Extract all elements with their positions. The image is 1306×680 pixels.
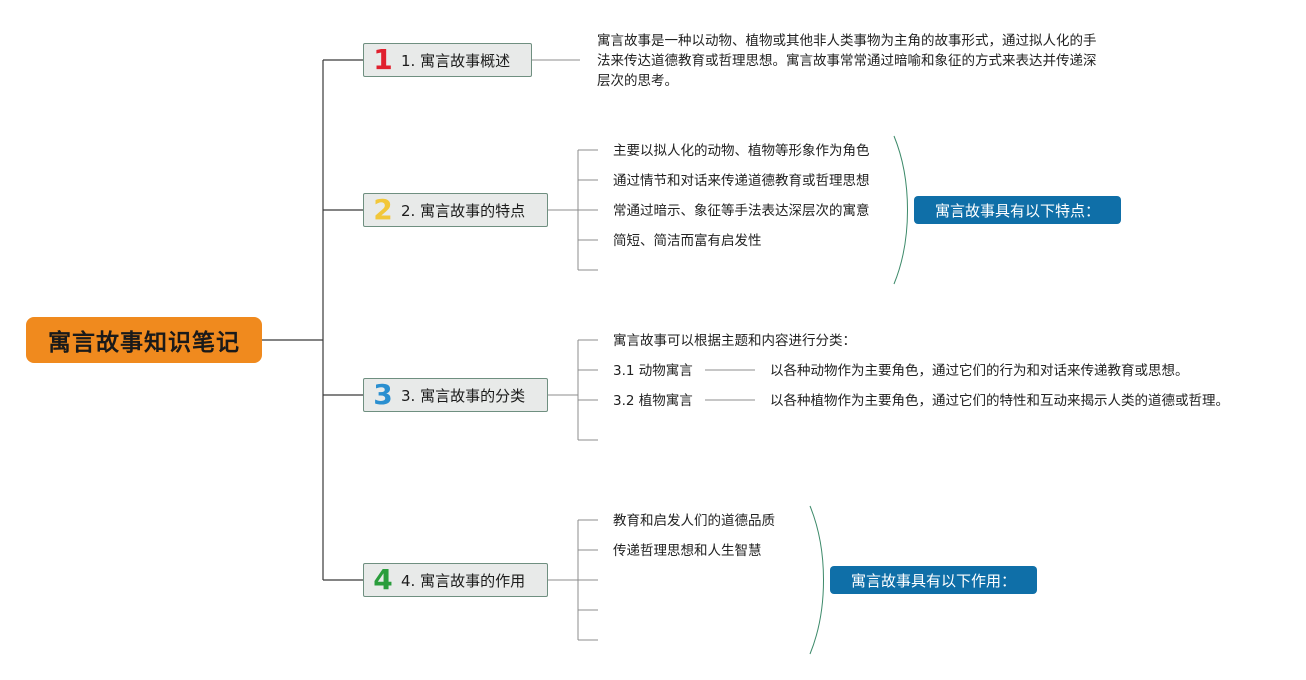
- number-three-icon: 3: [373, 378, 393, 411]
- branch-classification[interactable]: 3 3. 寓言故事的分类: [363, 378, 548, 412]
- function-item: 传递哲理思想和人生智慧: [613, 543, 762, 559]
- features-summary[interactable]: 寓言故事具有以下特点：: [914, 196, 1121, 224]
- summary-text: 寓言故事具有以下特点：: [934, 201, 1100, 220]
- number-one-icon: 1: [373, 43, 393, 76]
- branch-label: 1. 寓言故事概述: [401, 51, 511, 70]
- branch-label: 2. 寓言故事的特点: [401, 201, 526, 220]
- branch-features[interactable]: 2 2. 寓言故事的特点: [363, 193, 548, 227]
- classification-intro: 寓言故事可以根据主题和内容进行分类：: [613, 333, 856, 349]
- sub-topic-animal-desc: 以各种动物作为主要角色，通过它们的行为和对话来传递教育或思想。: [770, 363, 1189, 379]
- branch-overview[interactable]: 1 1. 寓言故事概述: [363, 43, 532, 77]
- sub-topic-plant-desc: 以各种植物作为主要角色，通过它们的特性和互动来揭示人类的道德或哲理。: [770, 393, 1229, 409]
- root-title: 寓言故事知识笔记: [48, 330, 240, 356]
- root-topic[interactable]: 寓言故事知识笔记: [26, 317, 262, 363]
- feature-item: 常通过暗示、象征等手法表达深层次的寓意: [613, 203, 870, 219]
- branch-function[interactable]: 4 4. 寓言故事的作用: [363, 563, 548, 597]
- function-summary[interactable]: 寓言故事具有以下作用：: [830, 566, 1037, 594]
- sub-topic-animal: 3.1 动物寓言: [613, 363, 693, 379]
- feature-item: 主要以拟人化的动物、植物等形象作为角色: [613, 143, 870, 159]
- sub-topic-plant: 3.2 植物寓言: [613, 393, 693, 409]
- overview-paragraph: 寓言故事是一种以动物、植物或其他非人类事物为主角的故事形式，通过拟人化的手法来传…: [597, 33, 1097, 89]
- feature-item: 简短、简洁而富有启发性: [613, 233, 762, 249]
- number-four-icon: 4: [373, 563, 393, 596]
- feature-item: 通过情节和对话来传递道德教育或哲理思想: [613, 173, 870, 189]
- function-item: 教育和启发人们的道德品质: [613, 513, 775, 529]
- branch-label: 4. 寓言故事的作用: [401, 571, 526, 590]
- summary-text: 寓言故事具有以下作用：: [850, 571, 1016, 590]
- number-two-icon: 2: [373, 193, 393, 226]
- branch-label: 3. 寓言故事的分类: [401, 386, 526, 405]
